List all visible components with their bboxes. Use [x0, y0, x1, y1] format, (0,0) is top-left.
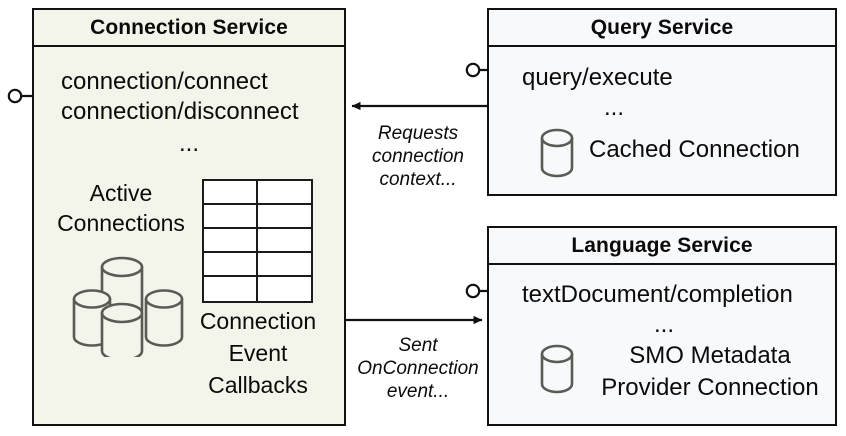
grid-cell [257, 181, 311, 205]
component-language-service[interactable]: Language Service textDocument/completion… [487, 226, 837, 426]
database-cylinder-icon-smo-metadata [540, 344, 574, 394]
grid-cell [257, 277, 311, 301]
component-query-service[interactable]: Query Service query/execute ... Cached C… [487, 8, 837, 196]
cached-connection-label: Cached Connection [589, 136, 800, 163]
language-service-endpoint-completion: textDocument/completion [522, 281, 793, 308]
grid-cell [204, 205, 258, 229]
component-connection-service[interactable]: Connection Service connection/connect co… [32, 8, 346, 426]
smo-metadata-label-line2: Provider Connection [601, 374, 819, 401]
language-service-body: textDocument/completion ... SMO Metadata… [489, 265, 835, 424]
edge-label-requests-connection-context: Requests connection context... [372, 123, 464, 191]
connection-service-title: Connection Service [34, 10, 344, 47]
query-service-endpoint-ellipsis: ... [603, 94, 624, 121]
grid-cell [204, 181, 258, 205]
connection-service-endpoint-ellipsis: ... [178, 130, 199, 157]
database-cluster-icon [72, 256, 184, 357]
table-grid-icon [202, 179, 313, 303]
grid-cell [204, 277, 258, 301]
smo-metadata-label-line1: SMO Metadata [629, 342, 791, 369]
connection-event-callbacks-label-line3: Callbacks [208, 372, 308, 398]
language-service-endpoint-ellipsis: ... [653, 311, 674, 338]
grid-cell [204, 253, 258, 277]
grid-cell [204, 229, 258, 253]
language-service-title: Language Service [489, 228, 835, 265]
connection-service-body: connection/connect connection/disconnect… [34, 47, 344, 424]
query-service-title: Query Service [489, 10, 835, 47]
connection-event-callbacks-label-line1: Connection [199, 308, 317, 334]
edge-label-sent-onconnection-event: Sent OnConnection event... [357, 335, 479, 403]
query-service-endpoint-execute: query/execute [522, 64, 673, 91]
active-connections-label-line1: Active [89, 180, 153, 206]
connection-service-endpoint-disconnect: connection/disconnect [61, 98, 299, 125]
database-cylinder-icon-cached-connection [540, 128, 574, 178]
active-connections-label-line2: Connections [57, 210, 185, 236]
grid-cell [257, 205, 311, 229]
query-service-body: query/execute ... Cached Connection [489, 47, 835, 194]
grid-cell [257, 253, 311, 277]
connection-service-endpoint-connect: connection/connect [61, 68, 268, 95]
connection-event-callbacks-label-line2: Event [228, 340, 288, 366]
grid-cell [257, 229, 311, 253]
